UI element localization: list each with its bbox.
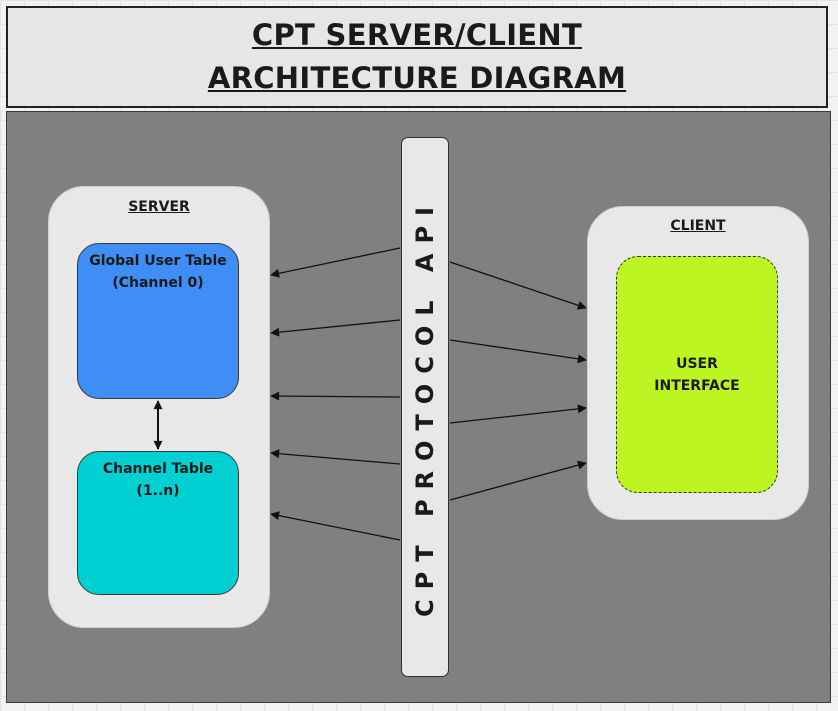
user-interface-line-2: INTERFACE <box>654 377 740 394</box>
server-label: SERVER <box>128 199 190 215</box>
api-to-client-arrow-2 <box>449 339 587 364</box>
api-to-server-arrow-5 <box>270 511 401 541</box>
client-label: CLIENT <box>670 218 726 234</box>
api-to-server-arrow-3 <box>270 391 401 401</box>
user-interface-box: USER INTERFACE <box>616 256 778 493</box>
channel-table-range: (1..n) <box>136 483 180 499</box>
api-to-server-arrow-2 <box>270 319 401 337</box>
global-user-table-channel: (Channel 0) <box>112 275 204 291</box>
api-to-server-arrow-1 <box>270 247 401 278</box>
diagram-title-box: CPT SERVER/CLIENT ARCHITECTURE DIAGRAM <box>6 6 828 108</box>
api-to-client-arrow-4 <box>449 460 587 501</box>
diagram-title-line-1: CPT SERVER/CLIENT <box>251 18 583 52</box>
api-to-client-arrow-3 <box>449 404 587 424</box>
api-to-server-arrow-4 <box>270 449 401 465</box>
channel-table-box: Channel Table (1..n) <box>77 451 239 595</box>
channel-table-label: Channel Table <box>102 461 214 477</box>
diagram-title-line-2: ARCHITECTURE DIAGRAM <box>207 61 627 95</box>
api-to-client-arrow-1 <box>449 261 587 310</box>
global-user-table-label: Global User Table <box>89 253 227 269</box>
global-user-table-box: Global User Table (Channel 0) <box>77 243 239 399</box>
protocol-api-bar: CPT PROTOCOL API <box>401 137 449 677</box>
user-interface-line-1: USER <box>676 355 718 372</box>
